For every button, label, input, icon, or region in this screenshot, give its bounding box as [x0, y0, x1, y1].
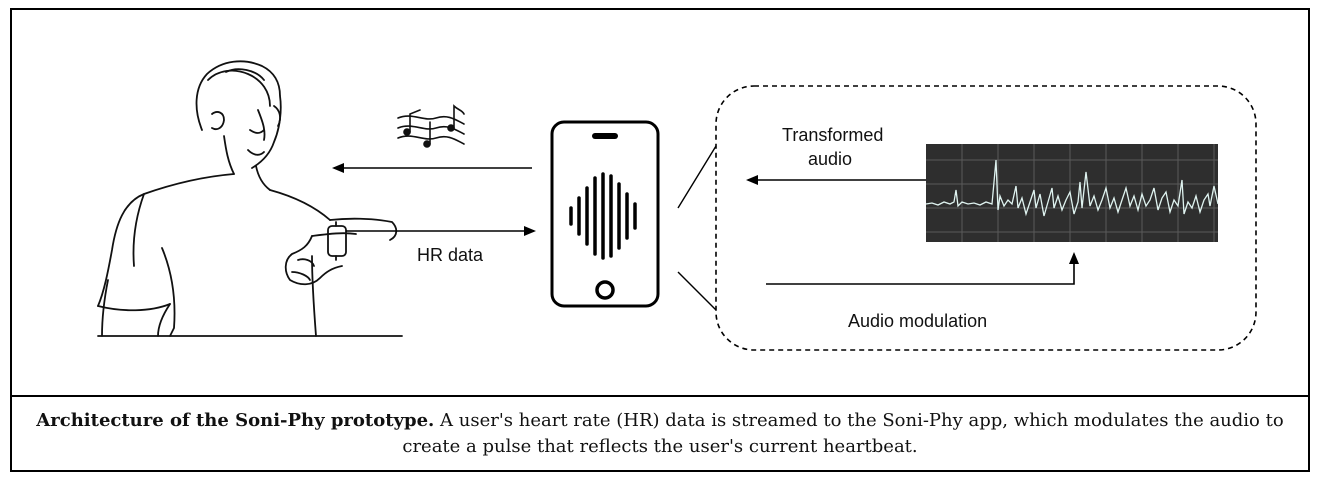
caption-text: A user's heart rate (HR) data is streame… [402, 410, 1283, 457]
transformed-audio-label-line2: audio [808, 148, 852, 170]
figure-frame: HR data Transformed audio Audio modulati… [10, 8, 1310, 472]
audio-modulation-label: Audio modulation [848, 310, 987, 332]
zoom-line-top [678, 146, 716, 208]
user-wearing-watch-illustration [98, 61, 402, 336]
smartphone-app [552, 122, 658, 306]
figure-caption: Architecture of the Soni-Phy prototype. … [12, 408, 1308, 460]
audio-modulation-arrow [766, 254, 1074, 284]
caption-divider [12, 395, 1308, 397]
diagram-canvas [12, 10, 1308, 396]
architecture-diagram: HR data Transformed audio Audio modulati… [12, 10, 1308, 396]
zoom-line-bottom [678, 272, 716, 310]
transformed-audio-label-line1: Transformed [782, 124, 883, 146]
caption-title: Architecture of the Soni-Phy prototype. [36, 410, 434, 431]
hr-data-label: HR data [417, 244, 483, 266]
music-notes-icon [398, 106, 464, 147]
audio-waveform-display [926, 144, 1218, 242]
